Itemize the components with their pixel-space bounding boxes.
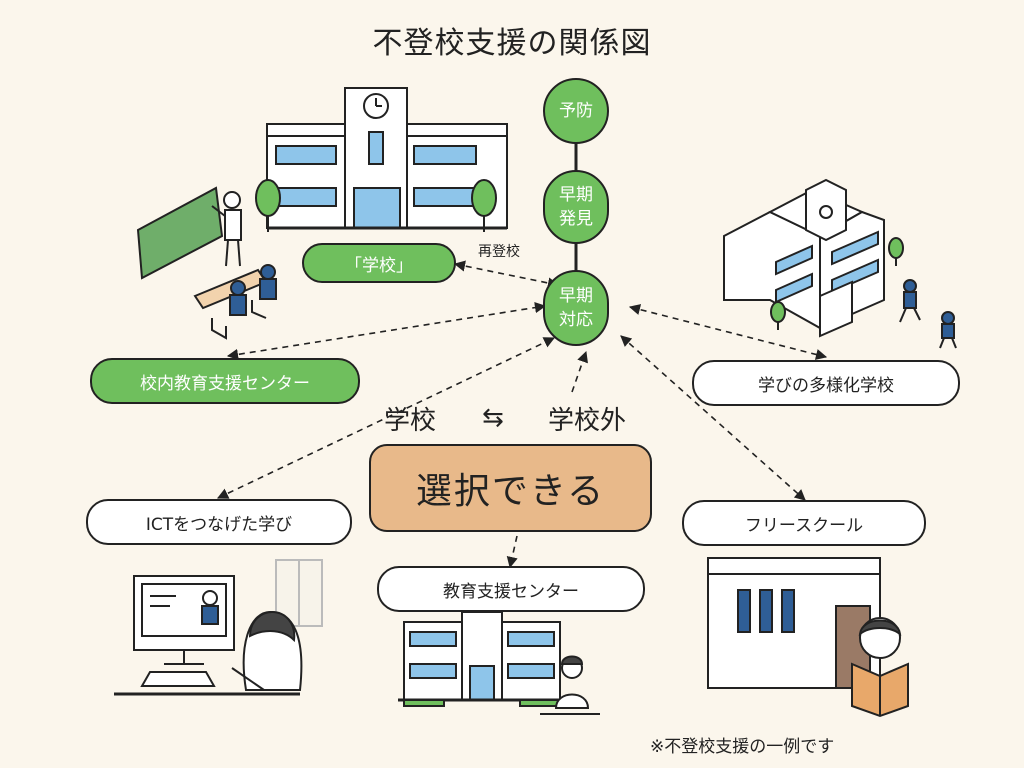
return-to-school-label: 再登校 [478, 244, 520, 260]
node-education-support-center: 教育支援センター [377, 566, 645, 612]
footnote: ※不登校支援の一例です [650, 737, 835, 757]
stage-early-response: 早期 対応 [543, 270, 609, 346]
choice-exchange-icon: ⇆ [482, 403, 504, 433]
diagram-title: 不登校支援の関係図 [372, 26, 652, 61]
arrow-free-school [620, 335, 806, 501]
choice-center-box: 選択できる [369, 444, 652, 532]
diverse-school-illustration [723, 178, 957, 349]
arrow-ict-learning [216, 337, 556, 499]
ict-learning-illustration [114, 559, 323, 696]
arrow-in-school-center [226, 302, 547, 360]
arrow-school-return [453, 260, 560, 289]
arrow-choice-up [571, 350, 588, 393]
school-trees [255, 179, 497, 232]
choice-outside-school-label: 学校外 [548, 405, 627, 436]
stage-early-detection: 早期 発見 [543, 170, 609, 244]
stage-prevention: 予防 [543, 78, 609, 144]
arrow-support-center [506, 535, 518, 569]
node-in-school-support-center: 校内教育支援センター [90, 358, 360, 404]
school-building-illustration [266, 87, 508, 230]
node-diverse-learning-school: 学びの多様化学校 [692, 360, 960, 406]
node-school: 「学校」 [302, 243, 456, 283]
node-ict-learning: ICTをつなげた学び [86, 499, 352, 545]
free-school-illustration [707, 557, 909, 718]
node-free-school: フリースクール [682, 500, 926, 546]
classroom-illustration [136, 186, 277, 340]
support-center-illustration [398, 611, 600, 715]
choice-school-label: 学校 [384, 405, 437, 436]
